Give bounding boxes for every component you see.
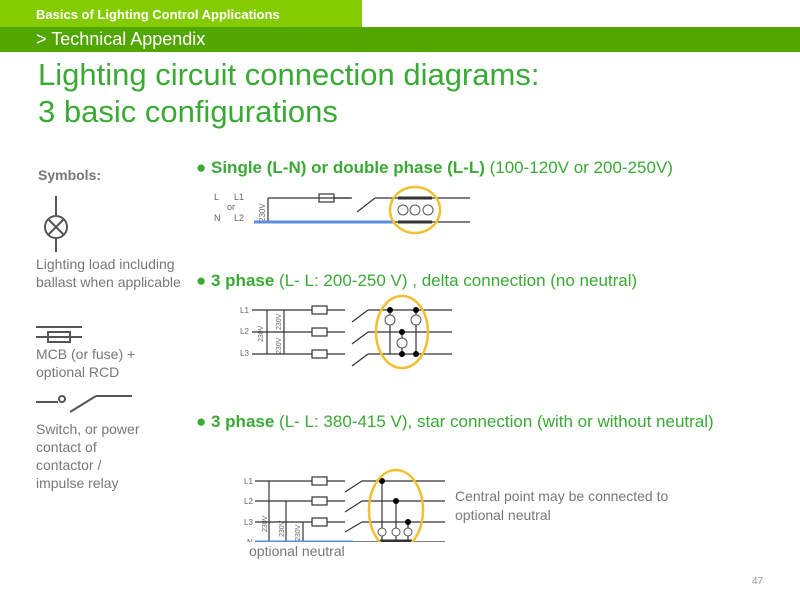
switch-icon — [36, 395, 132, 413]
fuse-icon — [36, 326, 82, 343]
label-l1: L1 — [244, 477, 253, 486]
page-number: 47 — [752, 576, 764, 587]
star-diagram: L1 L2 L3 N 230V 230V 230V — [244, 468, 445, 542]
single-phase-diagram: L L1 or N L2 230V — [214, 185, 470, 235]
title-line-2: 3 basic configurations — [38, 94, 338, 129]
symbols-label: Symbols: — [38, 167, 102, 183]
voltage-label-3: 230V — [295, 524, 302, 541]
title-line-1: Lighting circuit connection diagrams: — [38, 57, 540, 92]
optional-neutral-label: optional neutral — [249, 543, 345, 559]
config-1-bold: Single (L-N) or double phase (L-L) — [211, 158, 485, 177]
symbol-load-text: Lighting load including ballast when app… — [36, 256, 181, 290]
highlight-circle — [374, 294, 430, 370]
label-l: L — [214, 192, 219, 202]
config-3-heading: ● 3 phase (L- L: 380-415 V), star connec… — [196, 412, 714, 431]
section-banner: > Technical Appendix — [0, 27, 800, 52]
course-banner: Basics of Lighting Control Applications — [0, 0, 362, 27]
config-3-bold: 3 phase — [211, 412, 275, 431]
label-l2: L2 — [240, 327, 249, 336]
highlight-circle — [367, 468, 425, 542]
symbol-mcb-text: MCB (or fuse) + optional RCD — [36, 346, 136, 380]
label-n: N — [214, 213, 221, 223]
label-l2: L2 — [244, 497, 253, 506]
voltage-label-1: 230V — [262, 515, 269, 532]
central-point-note: Central point may be connected to option… — [455, 488, 669, 523]
course-title: Basics of Lighting Control Applications — [36, 7, 280, 22]
label-l3: L3 — [240, 349, 249, 358]
label-l1: L1 — [240, 306, 249, 315]
voltage-label-1: 230V — [258, 325, 265, 342]
config-1-heading: ● Single (L-N) or double phase (L-L) (10… — [196, 158, 673, 177]
symbol-icons — [36, 196, 132, 413]
lamp-icon — [44, 196, 68, 252]
voltage-label-2: 230V — [279, 520, 286, 537]
label-n: N — [247, 538, 253, 542]
highlight-circle — [388, 185, 442, 235]
config-3-rest: (L- L: 380-415 V), star connection (with… — [274, 412, 714, 431]
label-or: or — [227, 202, 235, 212]
config-2-bold: 3 phase — [211, 271, 275, 290]
voltage-label-3: 230V — [276, 337, 283, 354]
config-2-heading: ● 3 phase (L- L: 200-250 V) , delta conn… — [196, 271, 638, 290]
section-title: > Technical Appendix — [36, 29, 206, 49]
config-1-rest: (100-120V or 200-250V) — [484, 158, 673, 177]
label-l2: L2 — [234, 213, 244, 223]
symbol-switch-text: Switch, or power contact of contactor / … — [36, 421, 140, 491]
voltage-label-2: 230V — [276, 313, 283, 330]
page-title: Lighting circuit connection diagrams:3 b… — [38, 56, 539, 130]
label-l1: L1 — [234, 192, 244, 202]
delta-diagram: L1 L2 L3 230V 230V 230V — [240, 294, 452, 370]
voltage-label: 230V — [258, 203, 267, 222]
label-l3: L3 — [244, 518, 253, 527]
config-2-rest: (L- L: 200-250 V) , delta connection (no… — [274, 271, 638, 290]
